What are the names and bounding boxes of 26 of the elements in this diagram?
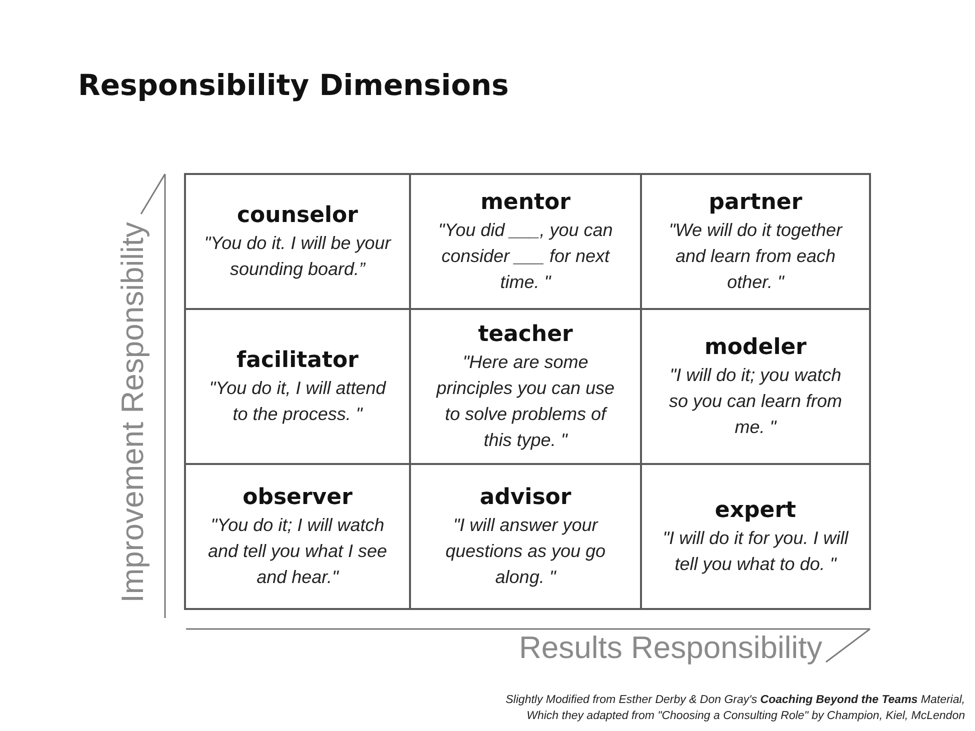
role-quote: "Here are some principles you can use to solve problems of this type. " [435, 350, 616, 452]
role-name: teacher [478, 320, 573, 348]
grid-cell [184, 173, 411, 310]
role-name: advisor [480, 484, 572, 512]
grid-cell [640, 173, 871, 310]
grid-cell [184, 463, 411, 610]
role-quote: "We will do it together and learn from each other. " [668, 218, 844, 294]
role-quote: "I will do it; you watch so you can learn from me. " [668, 364, 844, 438]
role-name: partner [708, 188, 802, 216]
role-quote: "You do it, I will attend to the process. " [208, 376, 388, 426]
role-name: facilitator [236, 346, 358, 374]
title: Responsibility Dimensions [78, 68, 509, 102]
role-name: modeler [704, 334, 807, 362]
role-quote: "I will answer your questions as you go along. " [444, 514, 607, 589]
axis-label: Improvement Responsibility [116, 222, 150, 603]
role-name: observer [242, 484, 352, 512]
role-quote: "I will do it for you. I will tell you what to do. " [662, 526, 850, 576]
grid-cell [640, 463, 871, 610]
role-name: mentor [480, 188, 570, 216]
role-quote: "You did ___, you can consider ___ for next time. " [437, 218, 614, 294]
role-quote: "You do it. I will be your sounding board.” [204, 232, 391, 281]
role-name: expert [714, 496, 796, 524]
role-quote: "You do it; I will watch and tell you what I see and hear." [206, 514, 388, 588]
axis-label: Results Responsibility [519, 631, 822, 665]
source-note: Slightly Modified from Esther Derby & Don Gray's Coaching Beyond the Teams Material, Which they adapted from "Choosing a Consulting Role" by Champion, Kiel, McLendon [504, 693, 965, 724]
role-name: counselor [237, 202, 358, 230]
